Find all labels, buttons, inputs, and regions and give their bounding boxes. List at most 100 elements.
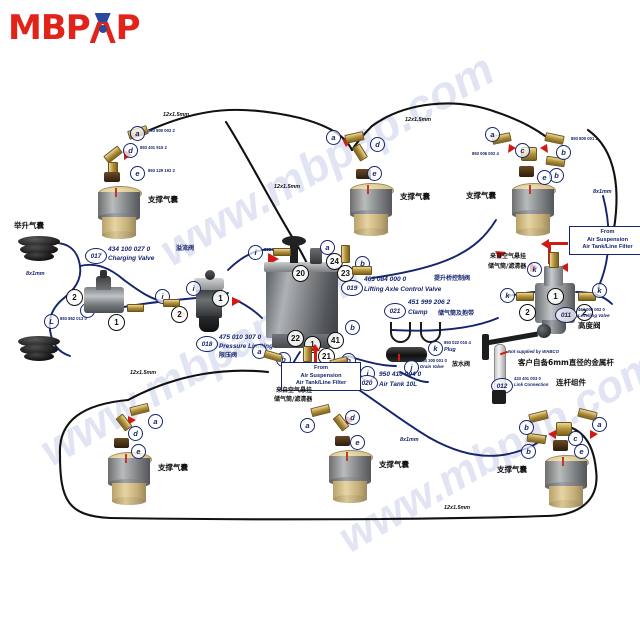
fitting-plug-left <box>516 292 534 301</box>
callout-1[interactable]: 1 <box>108 314 125 331</box>
callout-1[interactable]: 1 <box>547 288 564 305</box>
part-number-k: 893 022 015 4 <box>444 340 471 345</box>
air-bag-label: 支撑气囊 <box>148 195 178 204</box>
cn-name-j: 放水阀 <box>452 361 471 368</box>
callout-2[interactable]: 2 <box>171 306 188 323</box>
item-018[interactable]: 018 <box>196 336 218 352</box>
item-011[interactable]: 011 <box>555 307 577 323</box>
part-number-L: 893 862 013 0 <box>60 316 87 321</box>
callout-e[interactable]: e <box>574 444 589 459</box>
note-arrow-head <box>310 344 320 351</box>
note-line-1: From <box>600 229 615 235</box>
part-number-012: 433 401 003 0 <box>514 376 541 381</box>
callout-a[interactable]: a <box>148 414 163 429</box>
callout-k[interactable]: k <box>527 262 542 277</box>
air-bag-support-bottom-right <box>543 455 589 508</box>
levelling-valve-upper <box>544 266 563 286</box>
logo-text-p1: P <box>65 8 91 48</box>
callout-b[interactable]: b <box>556 145 571 160</box>
item-017[interactable]: 017 <box>85 248 107 264</box>
callout-e[interactable]: e <box>131 444 146 459</box>
cn-name-019: 提升桥控制阀 <box>434 275 471 282</box>
callout-a[interactable]: a <box>592 417 607 432</box>
callout-41[interactable]: 41 <box>327 332 344 349</box>
tube-spec-8: 8x1mm <box>400 437 419 443</box>
callout-j[interactable]: j <box>404 360 419 375</box>
fitting-tee <box>556 422 572 436</box>
callout-2[interactable]: 2 <box>519 304 536 321</box>
en-name-012: Link Connection <box>514 382 549 387</box>
callout-a[interactable]: a <box>130 126 145 141</box>
note-arrow-left <box>548 242 568 245</box>
callout-i[interactable]: i <box>248 245 263 260</box>
air-bag-support-bottom-middle <box>327 450 373 503</box>
callout-a[interactable]: a <box>320 240 335 255</box>
callout-L[interactable]: L <box>44 314 59 329</box>
part-number-b: 893 800 001 2 <box>571 136 598 141</box>
air-spring-bellows-lower <box>18 336 60 362</box>
callout-k[interactable]: k <box>592 283 607 298</box>
link-clevis <box>492 390 506 404</box>
part-number-e: 893 129 192 2 <box>148 168 175 173</box>
air-bag-label: 支撑气囊 <box>379 460 409 469</box>
en-name-k: Plug <box>444 347 456 353</box>
air-bag-label: 支撑气囊 <box>400 192 430 201</box>
callout-22[interactable]: 22 <box>287 330 304 347</box>
callout-2[interactable]: 2 <box>66 289 83 306</box>
callout-e[interactable]: e <box>367 166 382 181</box>
lacv-lever-knob <box>282 236 306 246</box>
tube-spec-8: 8x1mm <box>593 189 612 195</box>
en-name-021: Clamp <box>408 309 428 316</box>
note-cn-right-2: 储气筒/滤清器 <box>488 263 527 270</box>
levelling-valve-shaft-hub <box>537 324 551 338</box>
callout-a[interactable]: a <box>300 418 315 433</box>
item-019[interactable]: 019 <box>341 280 363 296</box>
callout-c[interactable]: c <box>515 143 530 158</box>
note-line-1: From <box>314 365 328 371</box>
lacv-lever <box>290 241 298 263</box>
drain-arrow <box>398 354 400 361</box>
note-line-2: Air Suspension <box>586 236 629 243</box>
note-line-2: Air Suspension <box>300 372 342 379</box>
en-name-019: Lifting Axle Control Valve <box>364 286 442 293</box>
callout-b[interactable]: b <box>519 420 534 435</box>
air-bag-label: 支撑气囊 <box>497 465 527 474</box>
callout-1[interactable]: 1 <box>212 290 229 307</box>
air-bag-stud <box>114 438 129 448</box>
air-bag-stud <box>104 172 120 182</box>
clamp-band-left <box>390 322 411 343</box>
air-bag-stud <box>519 166 534 177</box>
part-number-019: 463 084 000 0 <box>364 276 407 283</box>
fitting-connector <box>303 346 312 362</box>
callout-b[interactable]: b <box>521 444 536 459</box>
logo-text-p2: P <box>115 8 141 48</box>
callout-d[interactable]: d <box>345 410 360 425</box>
cn-name-011: 高度阀 <box>578 321 601 330</box>
callout-k[interactable]: k <box>500 288 515 303</box>
note-line-3: Air Tank/Line Filter <box>582 244 633 251</box>
lacv-port-block <box>310 248 322 264</box>
callout-a[interactable]: a <box>326 130 341 145</box>
note-from-air-suspension-center: From Air Suspension Air Tank/Line Filter <box>281 362 361 391</box>
callout-c[interactable]: c <box>568 431 583 446</box>
part-number-011: 464 006 002 0 <box>578 307 605 312</box>
callout-a[interactable]: a <box>485 127 500 142</box>
fitting-connector <box>163 299 180 307</box>
note-arrow-up <box>314 348 317 362</box>
item-021[interactable]: 021 <box>384 303 406 319</box>
callout-d[interactable]: d <box>370 137 385 152</box>
callout-b[interactable]: b <box>345 320 360 335</box>
callout-e[interactable]: e <box>537 170 552 185</box>
air-bag-support-top-left <box>96 186 142 239</box>
fitting-connector <box>352 266 372 275</box>
air-bag-stud <box>553 440 568 451</box>
callout-e[interactable]: e <box>350 435 365 450</box>
callout-20[interactable]: 20 <box>292 265 309 282</box>
not-supplied-note-en: Not supplied by WABCO <box>508 349 559 354</box>
callout-d[interactable]: d <box>128 426 143 441</box>
callout-e[interactable]: e <box>130 166 145 181</box>
pressure-limiting-valve-top <box>194 278 224 290</box>
callout-d[interactable]: d <box>123 143 138 158</box>
callout-k[interactable]: k <box>428 341 443 356</box>
callout-i[interactable]: i <box>186 281 201 296</box>
